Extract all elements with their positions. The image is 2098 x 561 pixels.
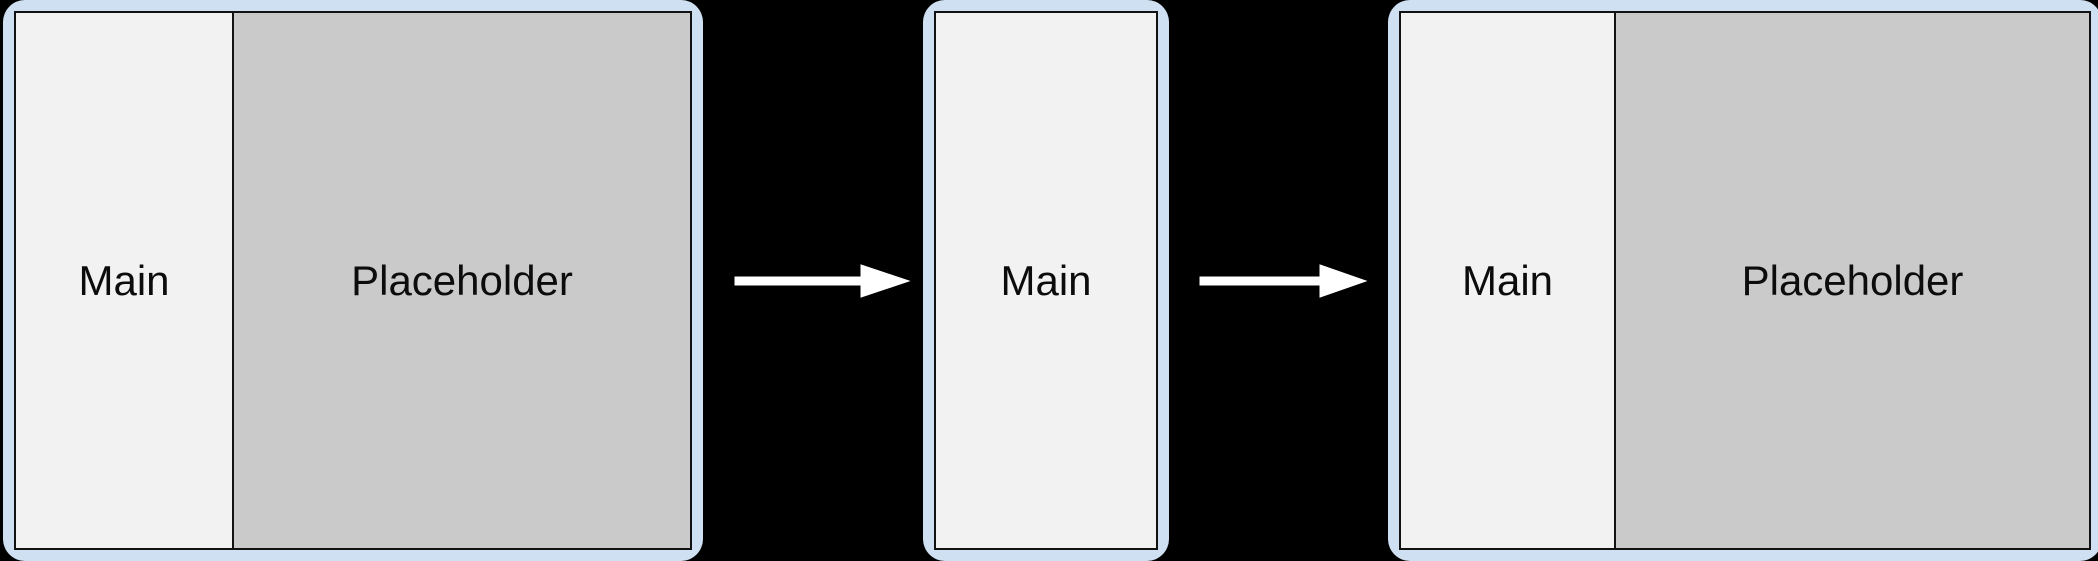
panel-placeholder-label: Placeholder [1741, 256, 1964, 304]
window-content-area: Main Placeholder [1399, 11, 2091, 550]
arrow-right-icon [1198, 255, 1370, 307]
panel-placeholder[interactable]: Placeholder [1614, 13, 2089, 548]
window-wide-split-restored[interactable]: Main Placeholder [1388, 0, 2098, 561]
window-content-area: Main [934, 11, 1158, 550]
panel-main[interactable]: Main [936, 13, 1156, 548]
panel-placeholder-label: Placeholder [351, 256, 573, 304]
panel-main[interactable]: Main [16, 13, 232, 548]
panel-main-label: Main [78, 256, 170, 304]
arrow-right-icon [733, 255, 913, 307]
window-content-area: Main Placeholder [14, 11, 692, 550]
panel-main-label: Main [1461, 256, 1554, 304]
panel-main-label: Main [1000, 256, 1092, 304]
window-wide-split[interactable]: Main Placeholder [3, 0, 703, 561]
panel-placeholder[interactable]: Placeholder [232, 13, 690, 548]
panel-main[interactable]: Main [1401, 13, 1614, 548]
window-narrow-single[interactable]: Main [923, 0, 1169, 561]
